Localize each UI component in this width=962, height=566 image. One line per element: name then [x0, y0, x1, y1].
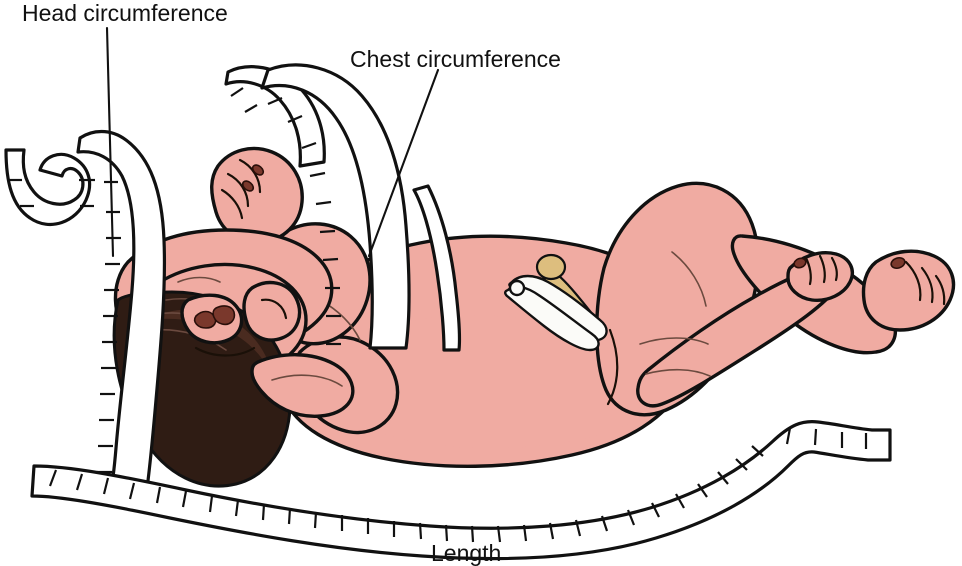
fist-finger-2 [226, 172, 250, 208]
fist-finger-3 [220, 188, 244, 220]
right-foot-toe-line-2 [920, 266, 934, 304]
thigh-crease [671, 251, 707, 307]
chest-tape-lower-segment [412, 184, 462, 352]
infant-nostril-1 [193, 310, 217, 329]
chest-leader-line [367, 68, 440, 258]
length-tape [30, 419, 892, 561]
left-foot-toe-line-3 [830, 256, 838, 282]
chest-circumference-label: Chest circumference [350, 46, 561, 72]
left-foot-big-toenail [793, 257, 807, 269]
left-foot-toe-line-2 [818, 254, 826, 284]
infant-nostril-2 [212, 305, 236, 326]
cord-clamp-lower-jaw [504, 285, 600, 352]
chest-tape-ticks [230, 87, 341, 346]
length-tape-ticks [48, 427, 868, 543]
left-foot-toe-line-1 [804, 256, 812, 286]
length-tape-band [30, 419, 892, 561]
head-leader-line [105, 26, 115, 258]
infant-eye-closed [177, 276, 221, 283]
umbilical-cord-knot [535, 253, 567, 281]
right-foot-toe-line-3 [934, 274, 946, 306]
ear-inner-line [260, 298, 288, 320]
torso-crease-side [639, 337, 709, 345]
cord-clamp-hinge [508, 279, 526, 297]
infant-ear [242, 280, 302, 342]
right-foot-big-toenail [890, 256, 906, 270]
torso-crease-side-2 [645, 368, 711, 377]
infant-mouth [194, 346, 256, 357]
head-circumference-label: Head circumference [22, 0, 228, 26]
fist-fingernail-1 [251, 164, 265, 176]
torso-crease-groin [606, 328, 619, 406]
neck-crease [271, 374, 343, 387]
chest-tape-loop [260, 63, 411, 350]
right-foot-toe-line-1 [904, 260, 922, 302]
infant-fist [210, 146, 304, 244]
infant-neck [250, 353, 355, 418]
umbilical-cord-clamp-group [504, 253, 608, 352]
infant-right-foot [861, 249, 956, 332]
fist-fingernail-2 [241, 180, 255, 192]
chest-circumference-tape [224, 63, 462, 352]
length-label: Length [431, 540, 501, 566]
